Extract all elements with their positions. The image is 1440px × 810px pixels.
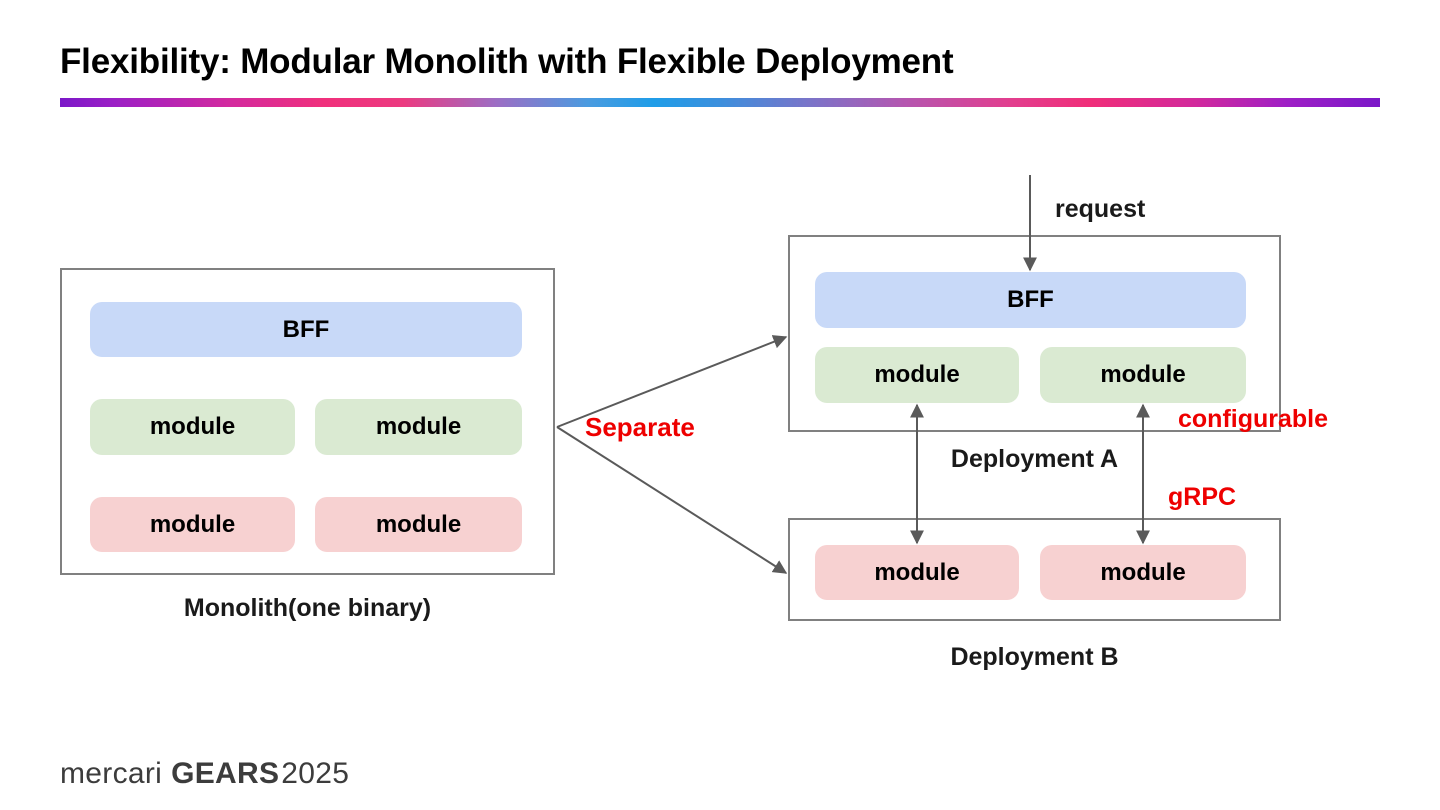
separate-arrow-to-deployment-b <box>556 426 788 574</box>
deployment-a-caption: Deployment A <box>950 445 1119 473</box>
monolith-caption: Monolith(one binary) <box>183 594 432 622</box>
deployment-b-module-2: module <box>1040 545 1246 600</box>
footer-event: GEARS <box>171 757 280 790</box>
monolith-module-1: module <box>90 399 295 455</box>
deployment-b-caption: Deployment B <box>950 643 1119 671</box>
title-accent-rule <box>60 98 1380 107</box>
footer-year: 2025 <box>281 757 350 790</box>
monolith-bff-chip: BFF <box>90 302 522 357</box>
monolith-bff-label: BFF <box>282 315 330 343</box>
monolith-module-2-label: module <box>375 413 462 440</box>
page-title: Flexibility: Modular Monolith with Flexi… <box>60 42 954 81</box>
deployment-a-bff-label: BFF <box>1007 286 1054 313</box>
deployment-b-module-1: module <box>815 545 1019 600</box>
deployment-b-module-2-label: module <box>1100 558 1186 586</box>
monolith-module-3: module <box>90 497 295 552</box>
configurable-annotation: configurable <box>1178 405 1329 433</box>
deployment-a-module-2-label: module <box>1100 361 1186 388</box>
monolith-module-3-label: module <box>149 510 236 538</box>
deployment-a-module-2: module <box>1040 347 1246 403</box>
monolith-module-4-label: module <box>375 510 462 538</box>
monolith-module-4: module <box>315 497 522 552</box>
request-label: request <box>1055 195 1146 223</box>
deployment-a-module-1-label: module <box>874 361 960 388</box>
deployment-b-module-1-label: module <box>874 558 960 586</box>
monolith-module-2: module <box>315 399 522 455</box>
monolith-module-1-label: module <box>149 413 236 440</box>
deployment-a-module-1: module <box>815 347 1019 403</box>
separate-label: Separate <box>585 412 695 442</box>
footer-brand: mercari <box>60 757 163 790</box>
grpc-label: gRPC <box>1168 483 1237 511</box>
deployment-a-bff-chip: BFF <box>815 272 1246 328</box>
